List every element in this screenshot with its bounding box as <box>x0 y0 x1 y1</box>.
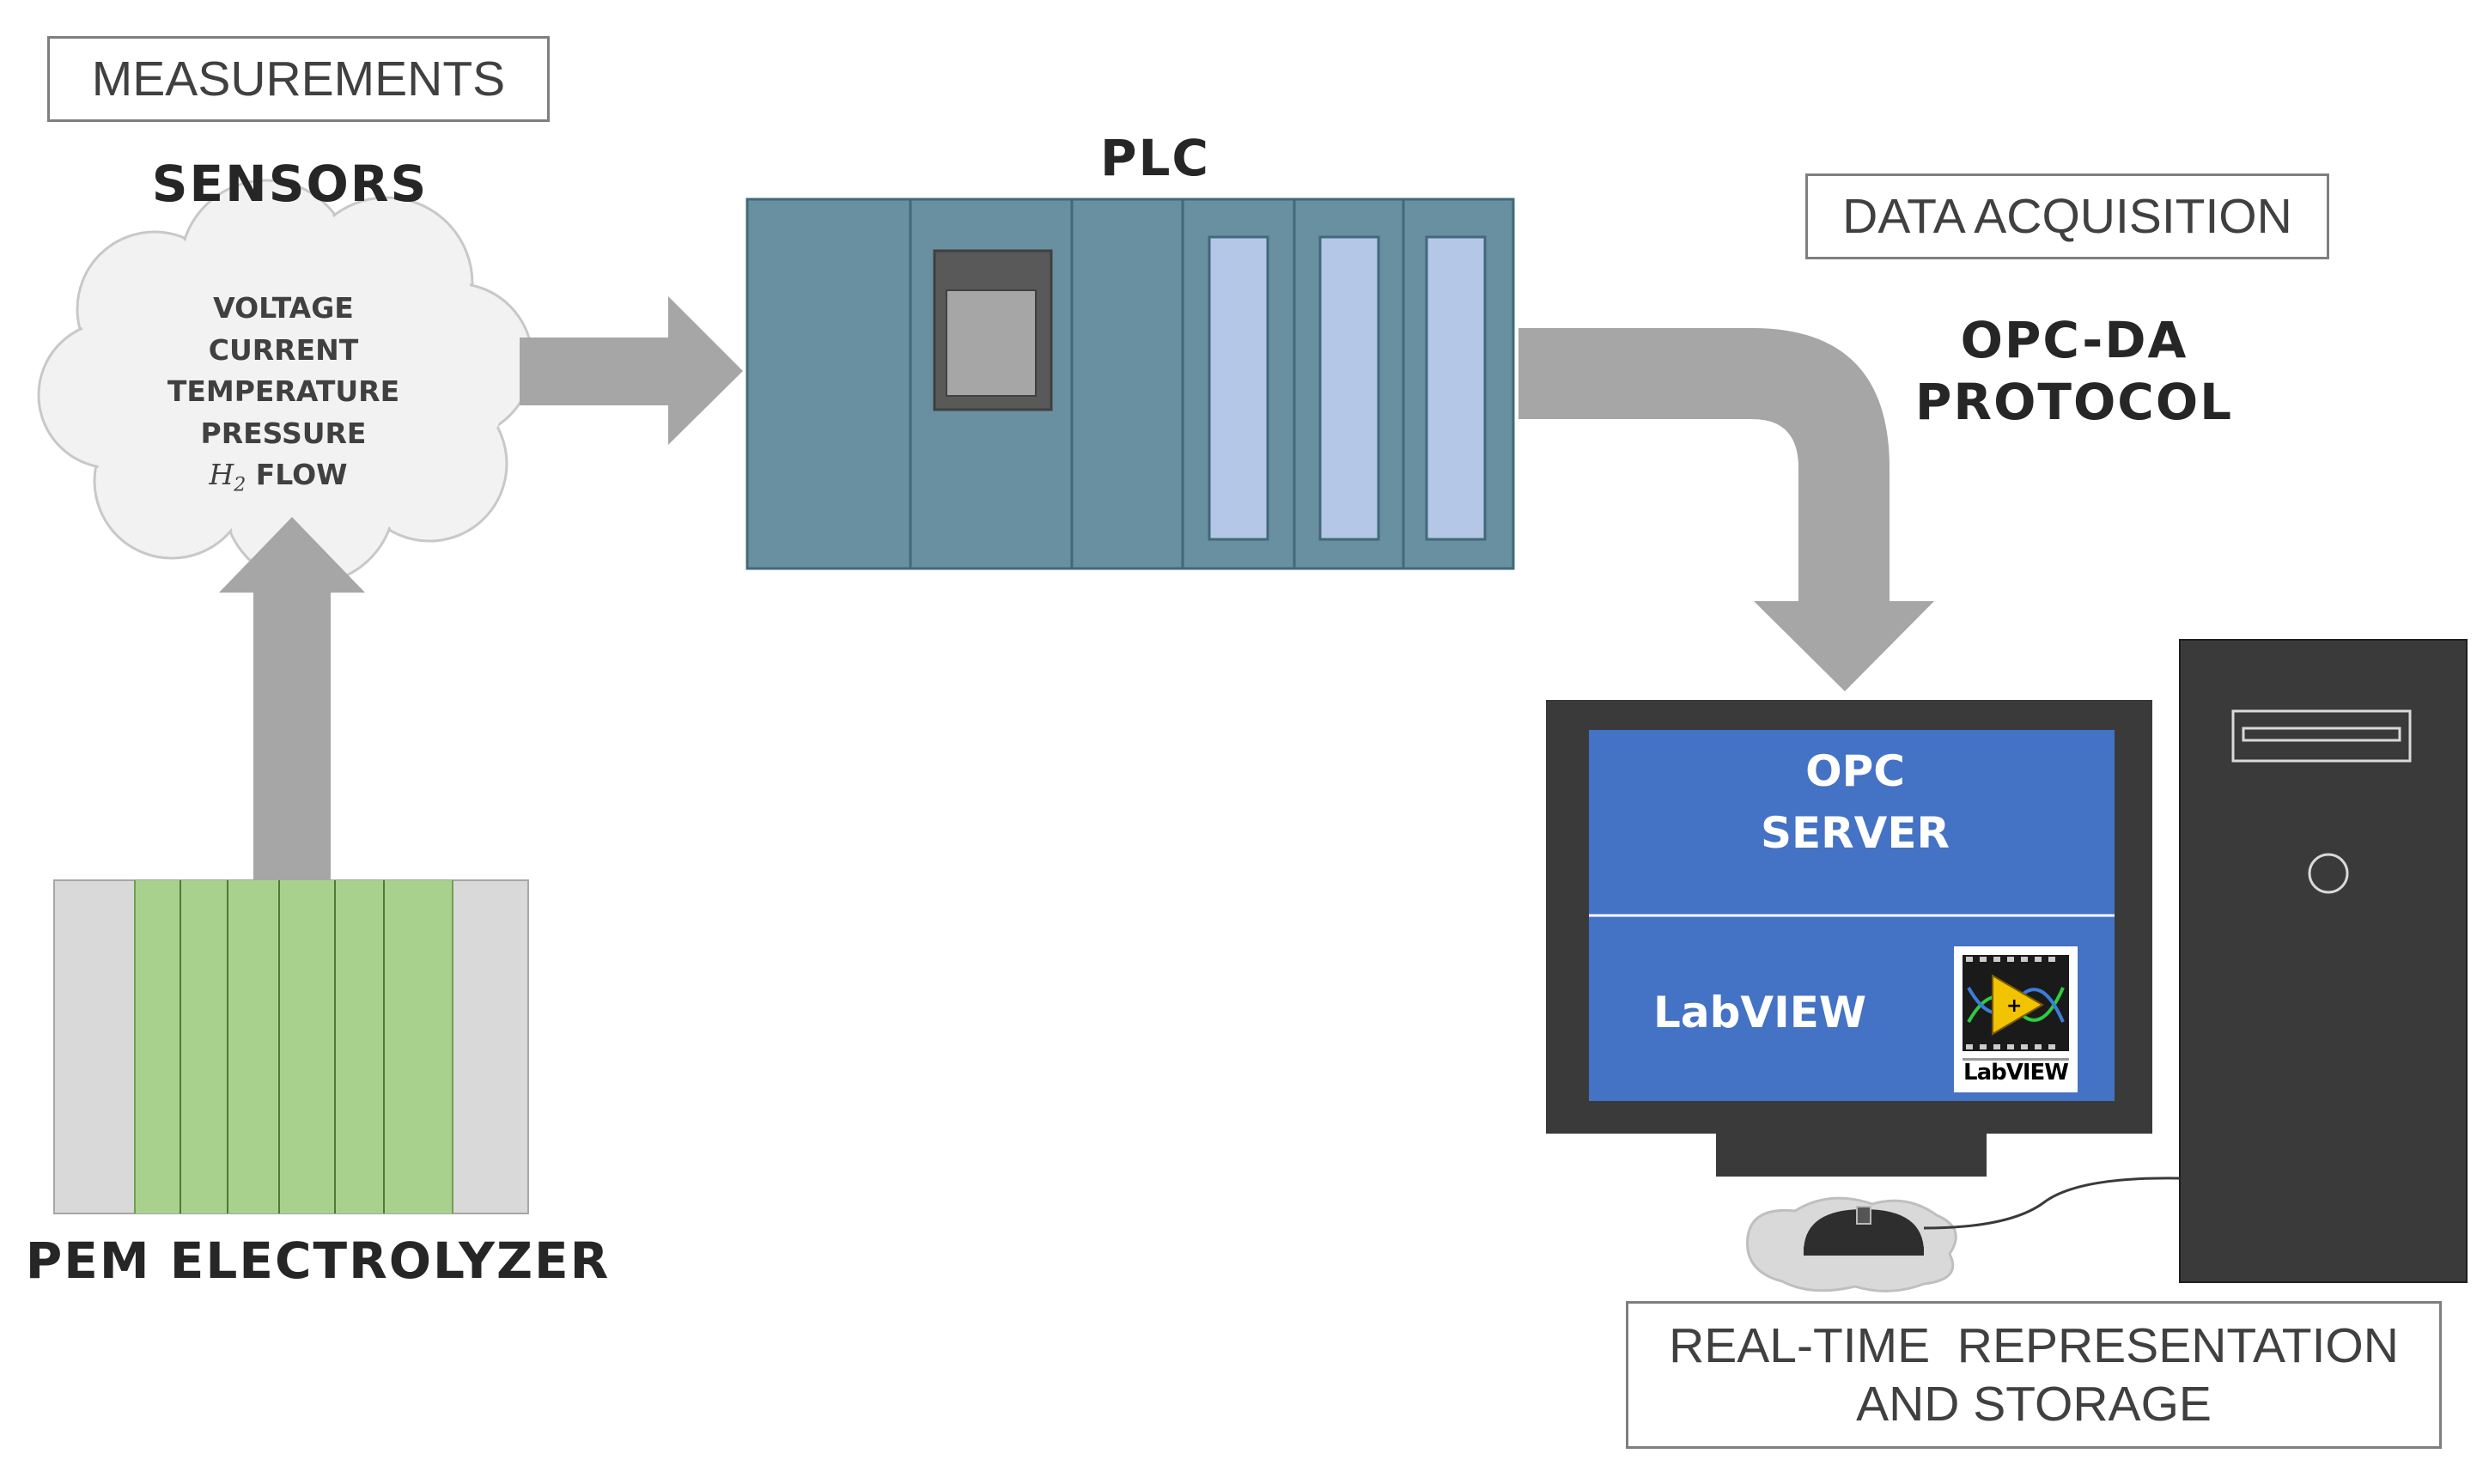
arrow-up-icon <box>219 517 365 882</box>
realtime-storage-label: REAL-TIME REPRESENTATION AND STORAGE <box>1626 1301 2442 1449</box>
plc-heading: PLC <box>1099 129 1211 187</box>
opc-line2: SERVER <box>1760 808 1950 858</box>
sensor-current: CURRENT <box>208 332 359 367</box>
electrolyzer-stack-icon <box>53 879 529 1214</box>
arrow-right-icon <box>520 296 743 445</box>
pc-tower-icon <box>2179 639 2468 1283</box>
plc-module <box>1425 235 1487 541</box>
protocol-line2: PROTOCOL <box>1914 373 2234 431</box>
flow-text: FLOW <box>255 458 348 491</box>
opc-line1: OPC <box>1805 746 1905 796</box>
data-acquisition-label: DATA ACQUISITION <box>1805 173 2329 259</box>
measurements-label: MEASUREMENTS <box>47 36 550 122</box>
protocol-line1: OPC-DA <box>1960 311 2188 369</box>
power-button-icon <box>2308 853 2349 894</box>
h2-symbol: H2 <box>209 458 246 496</box>
sensor-h2-flow: H2 FLOW <box>129 454 438 507</box>
labview-logo-icon: + <box>1954 946 2078 1092</box>
sensor-temperature: TEMPERATURE <box>167 374 400 408</box>
plc-module <box>1318 235 1380 541</box>
plc-rack-icon <box>745 198 1515 570</box>
sensor-list: VOLTAGE CURRENT TEMPERATURE PRESSURE H2 … <box>129 288 438 507</box>
drive-bay <box>2231 709 2412 763</box>
plc-module <box>1208 235 1269 541</box>
svg-text:+: + <box>2006 995 2022 1017</box>
sensor-voltage: VOLTAGE <box>213 291 354 325</box>
arrow-curved-down-icon <box>1518 328 1934 691</box>
realtime-text-line1: REAL-TIME REPRESENTATION <box>1669 1317 2399 1373</box>
labview-label: LabVIEW <box>1653 988 1866 1037</box>
labview-logo-text: LabVIEW <box>1963 1060 2069 1086</box>
data-acquisition-text: DATA ACQUISITION <box>1842 188 2292 244</box>
sensor-pressure: PRESSURE <box>200 416 367 450</box>
opc-server-label: OPC SERVER <box>1683 740 2027 864</box>
mouse-icon <box>1746 1177 2181 1292</box>
measurements-text: MEASUREMENTS <box>91 51 506 106</box>
realtime-text-line2: AND STORAGE <box>1856 1377 2212 1432</box>
sensors-cloud-fill <box>41 183 530 581</box>
protocol-heading: OPC-DA PROTOCOL <box>1890 309 2259 433</box>
sensors-heading: SENSORS <box>151 155 429 213</box>
electrolyzer-heading: PEM ELECTROLYZER <box>25 1232 611 1290</box>
